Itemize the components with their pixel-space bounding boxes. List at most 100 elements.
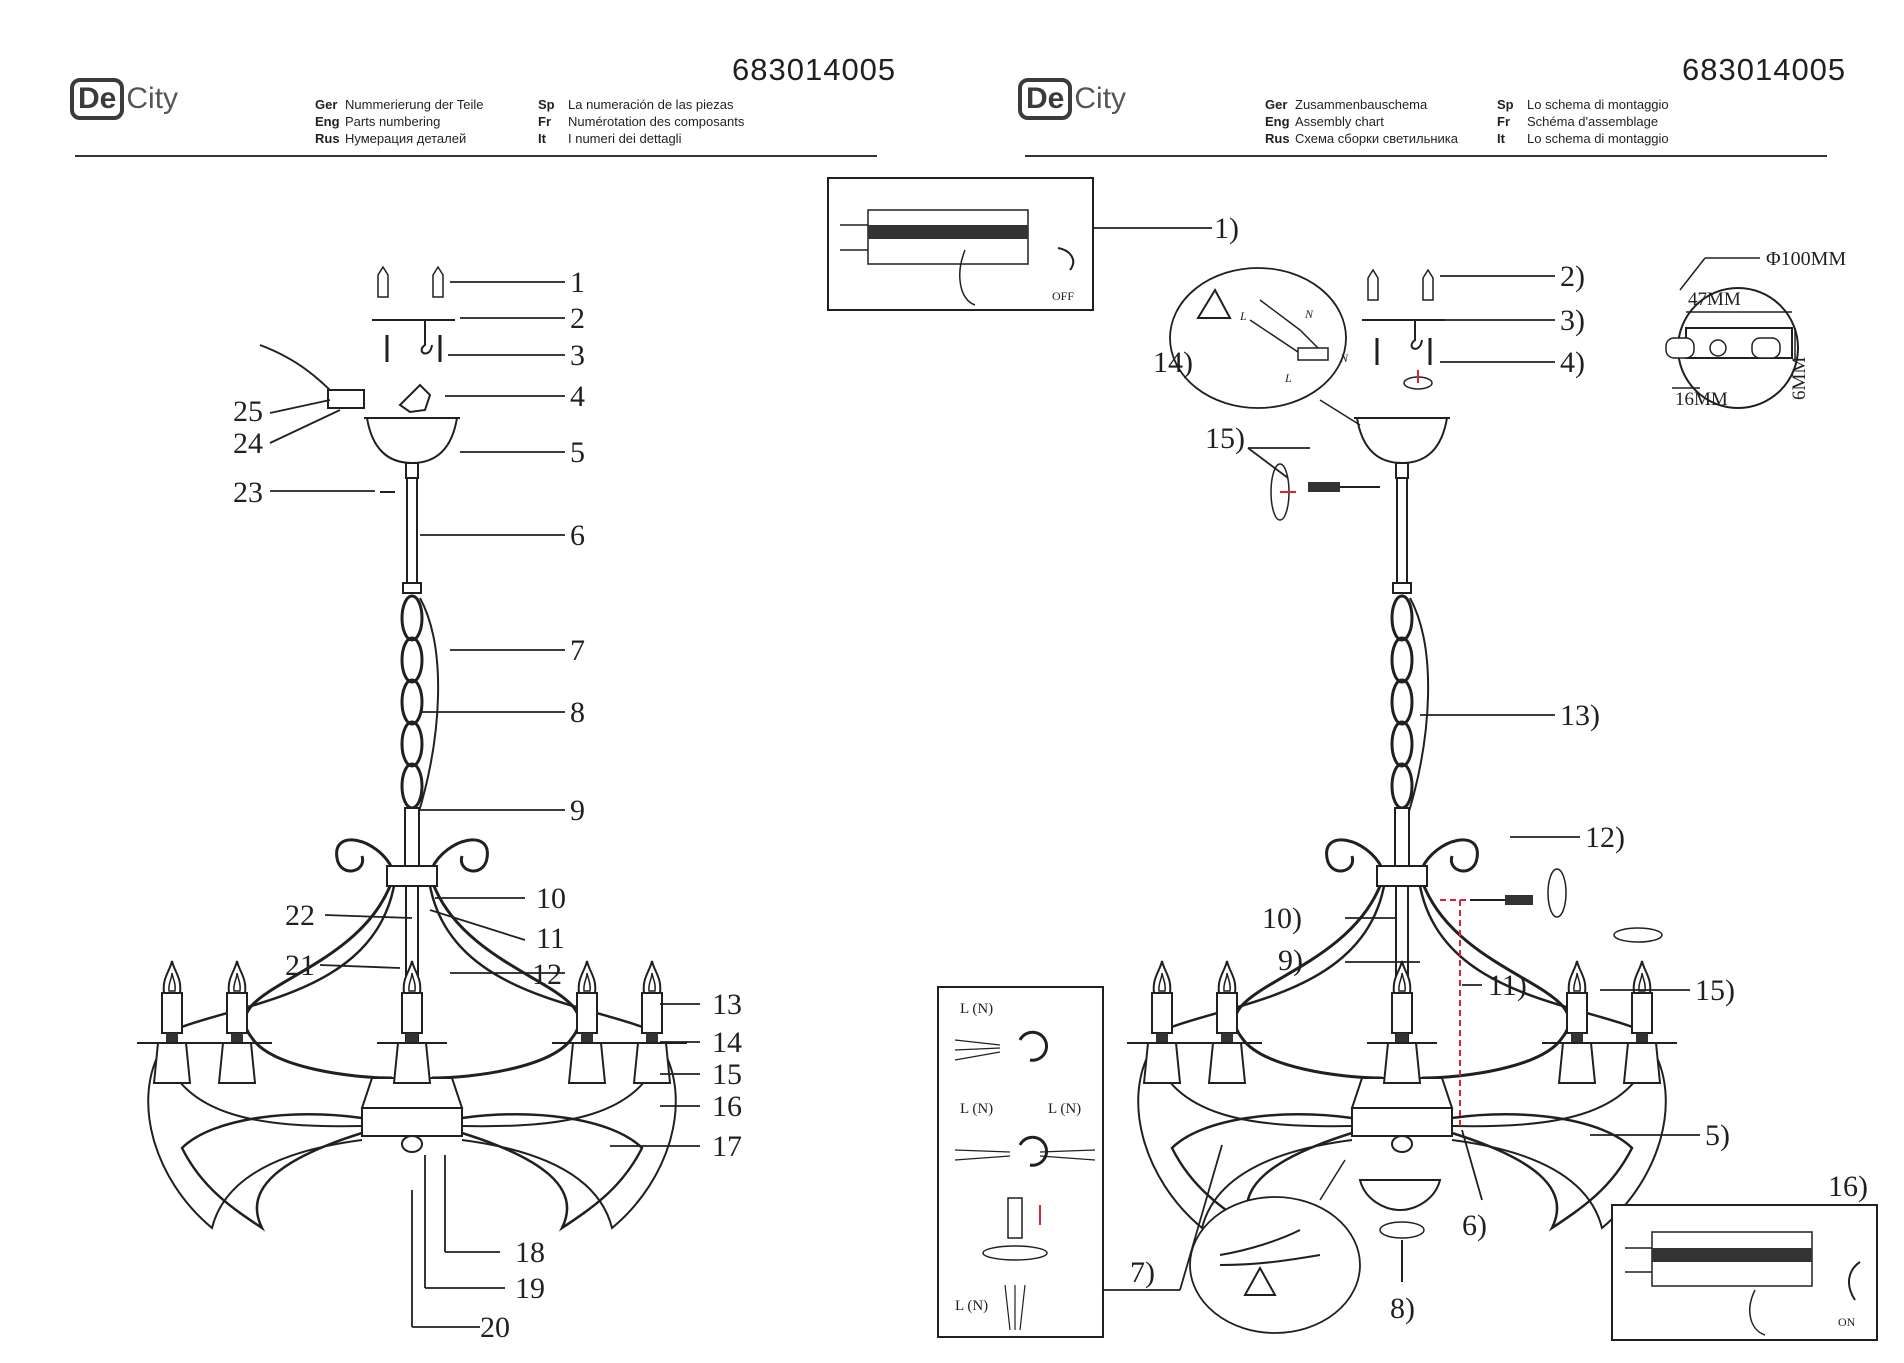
wire-label: L (N) (1048, 1101, 1081, 1117)
terminal-block-left (327, 389, 365, 409)
lang-text: La numeración de las piezas (568, 97, 734, 112)
step-label: 9) (1278, 944, 1303, 977)
off-label: OFF (1052, 289, 1074, 303)
step-label: 12) (1585, 821, 1625, 854)
lang-text: Schéma d'assemblage (1527, 114, 1659, 129)
part-label: 14 (712, 1026, 742, 1059)
product-code-left: 683014005 (732, 52, 897, 87)
part-label: 5 (570, 436, 585, 469)
step-label: 16) (1828, 1170, 1868, 1203)
lang-text: Нумерация деталей (345, 131, 467, 146)
lang-text: Lo schema di montaggio (1527, 131, 1669, 146)
lang-code: Ger (1265, 97, 1288, 112)
warning-icon (1243, 1265, 1277, 1296)
lang-text: Numérotation des composants (568, 114, 745, 129)
part-label: 23 (233, 476, 263, 509)
mounting-plate-detail: Φ100MM 47MM 16MM 6MM (1665, 248, 1846, 410)
wire-letter: N (1339, 351, 1349, 365)
screws-left (385, 335, 442, 362)
rotate-arrow-icon (1547, 868, 1567, 918)
lang-text: I numeri dei dettagli (568, 131, 682, 146)
part-label: 15 (712, 1058, 742, 1091)
lang-code: Eng (1265, 114, 1290, 129)
lang-text: Схема сборки светильника (1295, 131, 1458, 146)
part-label: 19 (515, 1272, 545, 1305)
part-label: 24 (233, 427, 263, 460)
part-label: 17 (712, 1130, 742, 1163)
brand-logo-right: De City (1018, 78, 1126, 120)
slot-label: 16MM (1675, 389, 1728, 410)
lang-code: It (1497, 131, 1505, 146)
step-label: 7) (1130, 1256, 1155, 1289)
magnifier-wiring-top: L N L N (1169, 267, 1361, 426)
screwdriver-icon (1308, 482, 1380, 492)
brand-word: City (126, 82, 179, 115)
twist-arrow-icon (1018, 1030, 1049, 1062)
bracket-left (398, 383, 432, 414)
lang-text: Lo schema di montaggio (1527, 97, 1669, 112)
part-label: 10 (536, 882, 566, 915)
leader-lines-left (269, 281, 700, 1328)
diameter-label: Φ100MM (1766, 248, 1846, 270)
part-label: 3 (570, 339, 585, 372)
lang-text: Parts numbering (345, 114, 441, 129)
part-label: 18 (515, 1236, 545, 1269)
part-labels-left: 1 2 3 4 5 6 7 8 9 10 11 12 13 14 15 16 1… (233, 266, 742, 1344)
screws-right (1375, 338, 1432, 365)
rotate-arrow-icon (1379, 1221, 1425, 1239)
step-label: 2) (1560, 260, 1585, 293)
wall-plugs-right (1367, 268, 1434, 301)
lang-code: Rus (315, 131, 340, 146)
wire-label: L (N) (960, 1001, 993, 1017)
step-label: 10) (1262, 902, 1302, 935)
part-label: 6 (570, 519, 585, 552)
wire-nut-icon (1007, 1197, 1023, 1239)
header-rule-right (1025, 155, 1827, 157)
lang-text: Assembly chart (1295, 114, 1384, 129)
header-lang-col-1-right: Ger Zusammenbauschema Eng Assembly chart R… (1265, 96, 1458, 147)
chandelier-left (137, 418, 687, 1228)
lang-code: It (538, 131, 546, 146)
brand-badge: De (70, 78, 125, 120)
step-label: 14) (1153, 346, 1193, 379)
part-label: 1 (570, 266, 585, 299)
part-label: 8 (570, 696, 585, 729)
wire-letter: L (1284, 371, 1292, 385)
part-label: 21 (285, 949, 315, 982)
lang-text: Zusammenbauschema (1295, 97, 1428, 112)
rotate-arrow-icon (1613, 927, 1663, 943)
width-label: 47MM (1688, 289, 1741, 310)
wiring-box: L (N) L (N) L (N) L (N) (937, 986, 1104, 1338)
magnifier-wiring-bottom (1189, 1159, 1361, 1334)
hook-left (420, 320, 433, 355)
wire-letter: N (1304, 307, 1314, 321)
wall-plugs-left (377, 265, 444, 298)
part-label: 9 (570, 794, 585, 827)
step-label: 13) (1560, 699, 1600, 732)
step-label: 15) (1205, 422, 1245, 455)
step-label: 6) (1462, 1209, 1487, 1242)
on-label: ON (1838, 1315, 1856, 1329)
lang-code: Fr (1497, 114, 1510, 129)
part-label: 4 (570, 380, 585, 413)
lang-code: Rus (1265, 131, 1290, 146)
step-label: 5) (1705, 1119, 1730, 1152)
leader-lines-right (1093, 227, 1700, 1291)
twist-arrow-icon (1018, 1135, 1049, 1167)
step-label: 3) (1560, 304, 1585, 337)
lang-code: Fr (538, 114, 551, 129)
part-label: 11 (536, 922, 565, 955)
product-code-right: 683014005 (1682, 52, 1847, 87)
lang-text: Nummerierung der Teile (345, 97, 484, 112)
wire-letter: L (1239, 309, 1247, 323)
step-label: 8) (1390, 1292, 1415, 1325)
step-labels-right: 1) 2) 3) 4) 5) 6) 7) 8) 9) 10) 11) 12) 1… (1130, 212, 1868, 1325)
header-rule-left (75, 155, 877, 157)
part-label: 13 (712, 988, 742, 1021)
part-label: 25 (233, 395, 263, 428)
lang-code: Eng (315, 114, 340, 129)
screwdriver-icon (1470, 895, 1533, 905)
